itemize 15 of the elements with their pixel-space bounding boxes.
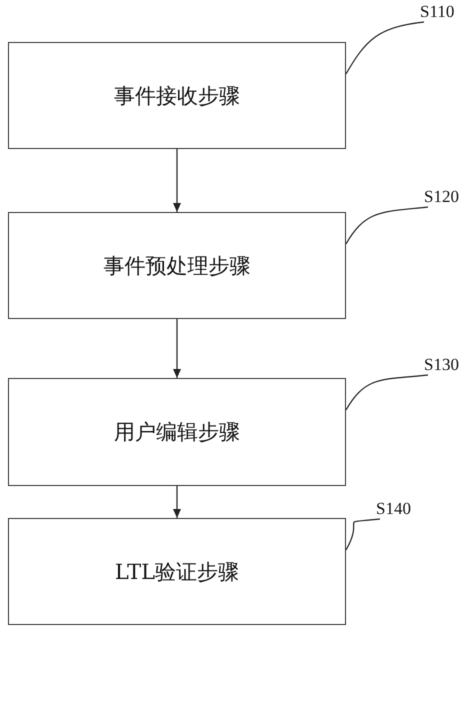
arrow <box>173 319 181 378</box>
leader-line <box>345 21 424 74</box>
leader-line <box>346 206 428 244</box>
process-box: 事件预处理步骤 <box>8 212 346 319</box>
leader-line <box>346 374 428 410</box>
arrow <box>173 149 181 212</box>
step-number: S140 <box>376 500 411 517</box>
step-number: S120 <box>424 188 459 205</box>
process-box: LTL验证步骤 <box>8 518 346 625</box>
process-box: 事件接收步骤 <box>8 42 346 149</box>
process-box: 用户编辑步骤 <box>8 378 346 486</box>
arrow <box>173 486 181 518</box>
leader-line <box>345 518 380 550</box>
step-number: S130 <box>424 356 459 373</box>
step-number: S110 <box>420 3 454 20</box>
